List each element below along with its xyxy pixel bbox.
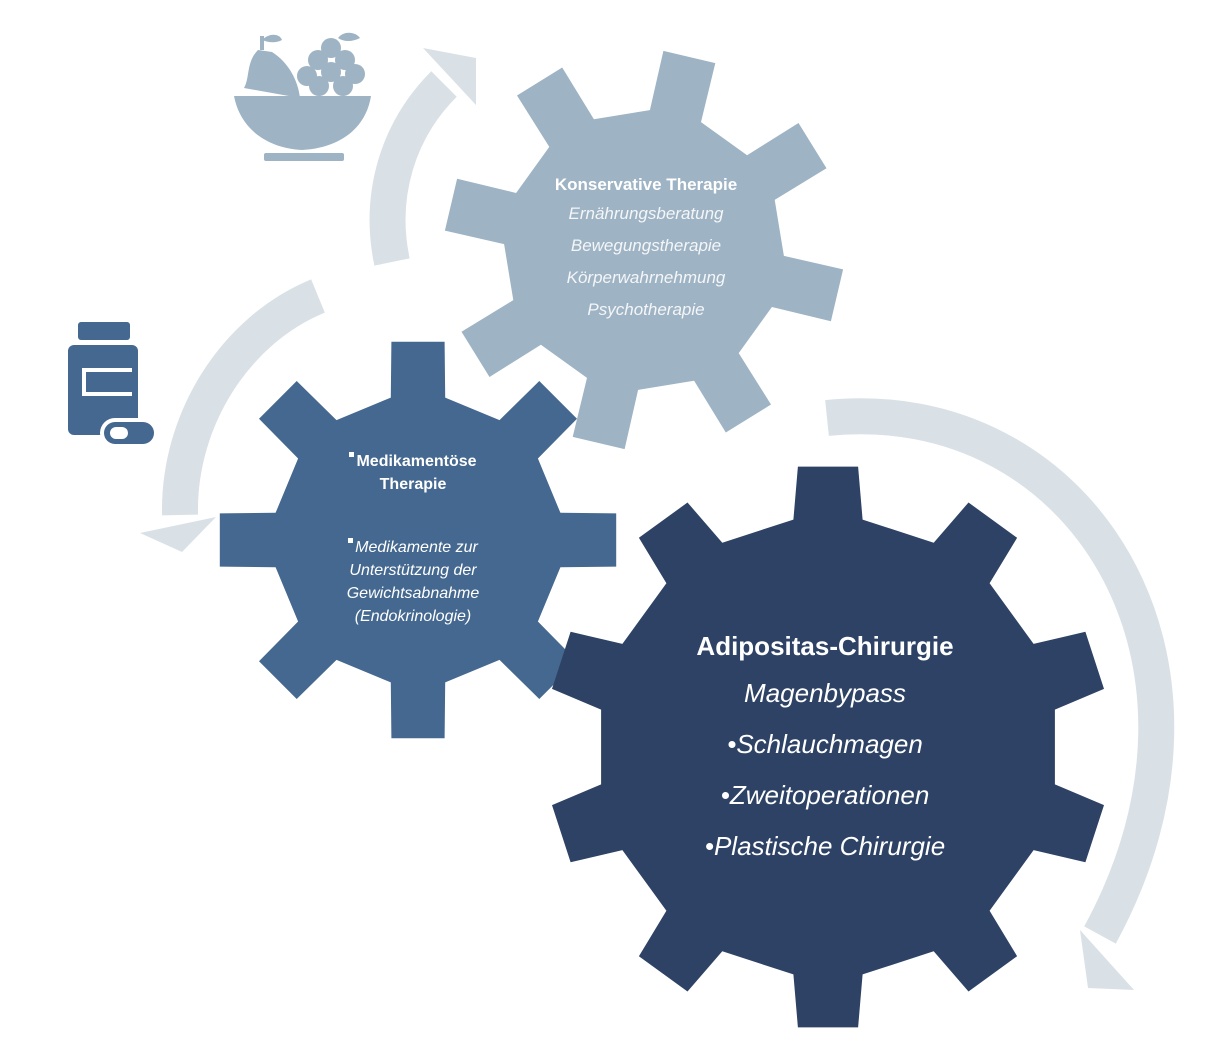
gear-medikament-title: Medikamentöse: [308, 450, 518, 473]
fruit-bowl-icon: [234, 32, 371, 161]
gear-medikament: [219, 341, 617, 739]
gear-medikament-desc-line3: Gewichtsabnahme: [346, 585, 480, 602]
gear-medikament-desc: Medikamente zur Unterstützung der Gewich…: [308, 536, 518, 628]
cycle-arrows: [140, 48, 1175, 990]
arrow-to-surgery: [825, 398, 1175, 944]
pill-bottle-icon: [68, 322, 158, 448]
gear-medikament-desc-line1: Medikamente zur: [308, 536, 518, 559]
arrow-head-medication: [140, 517, 216, 552]
gears-group: [219, 50, 1104, 1028]
square-bullet-icon: [348, 538, 354, 543]
gear-medikament-title-line1: Medikamentöse: [356, 453, 477, 470]
gear-chirurgie: [552, 466, 1104, 1028]
gear-chirurgie-item: Magenbypass: [744, 678, 906, 708]
square-bullet-icon: [349, 452, 355, 457]
gear-medikament-desc-line4: (Endokrinologie): [354, 608, 472, 625]
gear-medikament-desc-text: Medikamente zur: [355, 539, 478, 556]
gear-medikament-desc-line2: Unterstützung der: [349, 562, 477, 579]
gear-konservativ-title: Konservative Therapie: [554, 175, 738, 194]
gear-konservativ: [444, 50, 844, 450]
gear-konservativ-item: Psychotherapie: [587, 300, 705, 319]
gear-chirurgie-text: Adipositas-Chirurgie Magenbypass •Schlau…: [640, 624, 1010, 872]
gear-medikament-title-line2: Therapie: [379, 476, 447, 493]
arrow-to-medication: [161, 279, 326, 516]
gear-chirurgie-item: •Plastische Chirurgie: [704, 831, 946, 861]
gear-konservativ-item: Ernährungsberatung: [568, 204, 724, 223]
arrow-head-surgery: [1080, 930, 1134, 990]
gear-konservativ-item: Körperwahrnehmung: [566, 268, 726, 287]
gear-chirurgie-item: •Schlauchmagen: [727, 729, 923, 759]
gear-konservativ-item: Bewegungstherapie: [570, 236, 722, 255]
gear-chirurgie-item: •Zweitoperationen: [720, 780, 930, 810]
gear-medikament-text: Medikamentöse Therapie Medikamente zur U…: [308, 450, 518, 628]
arrow-to-nutrition: [369, 71, 458, 266]
arrow-head-nutrition: [423, 48, 476, 105]
gear-chirurgie-title: Adipositas-Chirurgie: [696, 631, 954, 661]
gear-konservativ-text: Konservative Therapie Ernährungsberatung…: [520, 172, 772, 326]
